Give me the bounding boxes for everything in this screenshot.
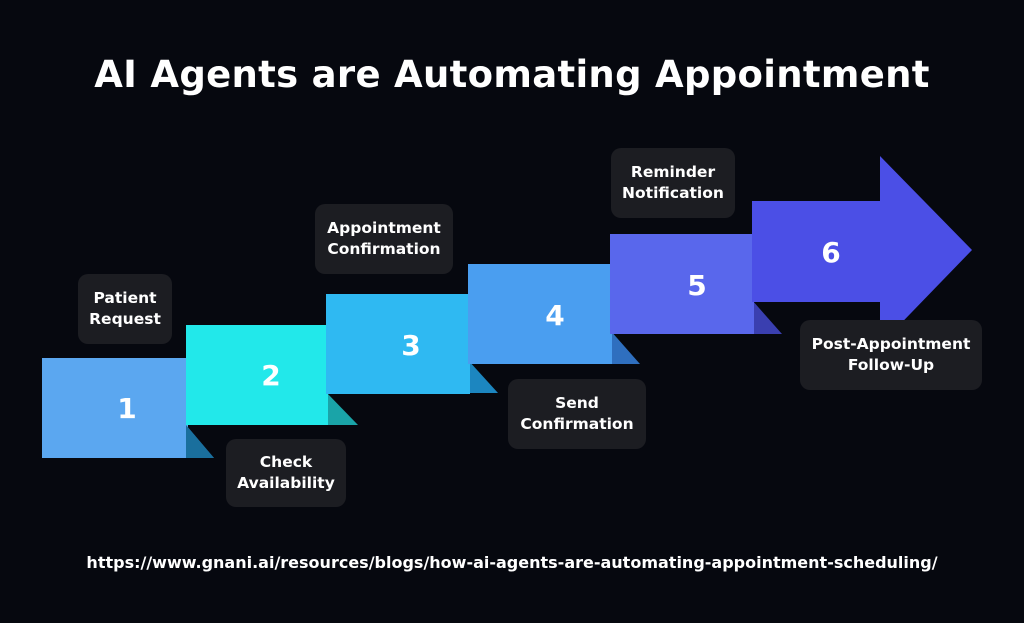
step-4 [468, 264, 640, 364]
step-3-fold [468, 360, 498, 393]
step-3-block [326, 294, 470, 394]
step-1 [42, 358, 214, 458]
step-1-number: 1 [117, 392, 136, 425]
step-4-fold [610, 330, 640, 364]
step-2-label: Check Availability [237, 453, 335, 492]
step-2-fold [186, 425, 214, 458]
step-3-label-box: Appointment Confirmation [315, 204, 453, 274]
step-6-label-box: Post-Appointment Follow-Up [800, 320, 982, 390]
step-5-label-box: Reminder Notification [611, 148, 735, 218]
source-url: https://www.gnani.ai/resources/blogs/how… [86, 553, 938, 572]
step-6-number: 6 [821, 236, 840, 269]
step-4-label-box: Send Confirmation [508, 379, 646, 449]
step-2-number: 2 [261, 359, 280, 392]
step-1-block [42, 358, 188, 458]
step-4-label: Send Confirmation [520, 394, 634, 433]
step-1-label-box: Patient Request [78, 274, 172, 344]
step-2-block [186, 325, 328, 425]
step-5-number: 5 [687, 269, 706, 302]
step-3 [326, 294, 498, 394]
step-2 [186, 325, 358, 458]
step-1-label: Patient Request [89, 289, 161, 328]
step-6-arrow [752, 156, 972, 345]
step-3-number: 3 [401, 329, 420, 362]
step-5-block [610, 234, 754, 334]
page-title: AI Agents are Automating Appointment [94, 53, 930, 96]
step-4-block [468, 264, 612, 364]
step-4-number: 4 [545, 299, 564, 332]
step-3-label: Appointment Confirmation [327, 219, 441, 258]
step-6 [752, 156, 972, 345]
step-5-label: Reminder Notification [622, 163, 724, 202]
step-5-fold [752, 300, 782, 334]
step-5 [610, 234, 782, 334]
step-2-fold-right [326, 392, 358, 425]
step-2-label-box: Check Availability [226, 439, 346, 507]
step-6-label: Post-Appointment Follow-Up [811, 335, 971, 374]
